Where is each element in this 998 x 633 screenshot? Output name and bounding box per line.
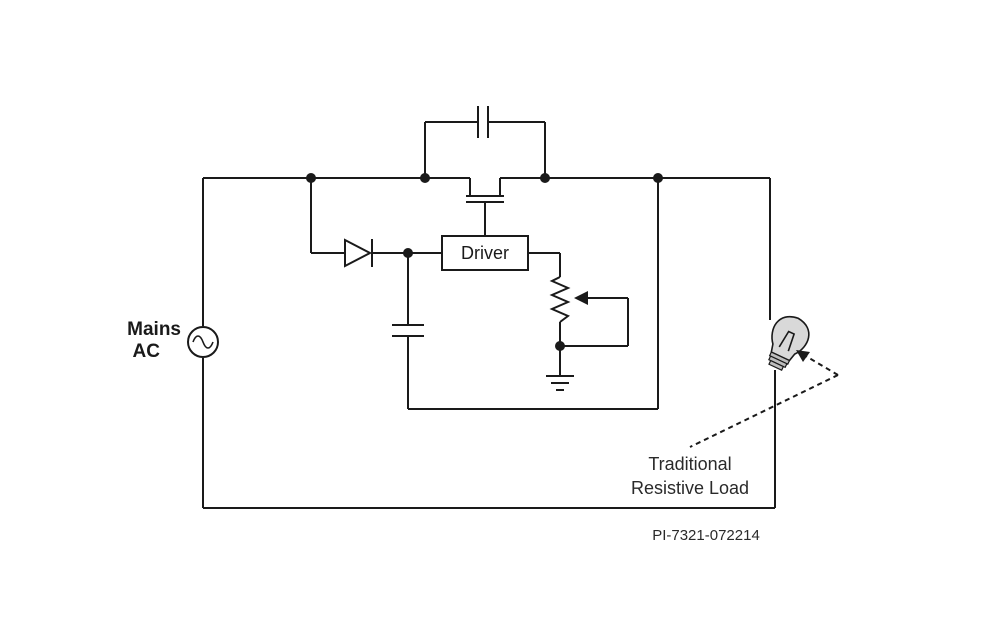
driver-block: Driver [441,235,529,271]
load-label-line1: Traditional [648,454,731,474]
light-bulb-icon [768,315,810,371]
potentiometer-wires [528,252,629,375]
bypass-capacitor-wires [424,121,546,178]
capacitor-icon [477,106,489,138]
figure-id: PI-7321-072214 [652,527,760,544]
mosfet-icon [466,178,504,237]
diode-icon [344,238,373,268]
mains-label-line2: AC [133,341,161,362]
mains-label-line1: Mains [127,319,181,340]
capacitor-icon [392,324,424,337]
load-callout-arrows [689,350,839,448]
driver-label: Driver [461,243,509,263]
storage-capacitor-wires [407,178,659,410]
ground-icon [546,375,574,391]
potentiometer-icon [549,276,588,323]
load-label-line2: Resistive Load [631,478,749,498]
rectifier-wires [310,178,442,254]
ac-source-icon [187,326,219,358]
